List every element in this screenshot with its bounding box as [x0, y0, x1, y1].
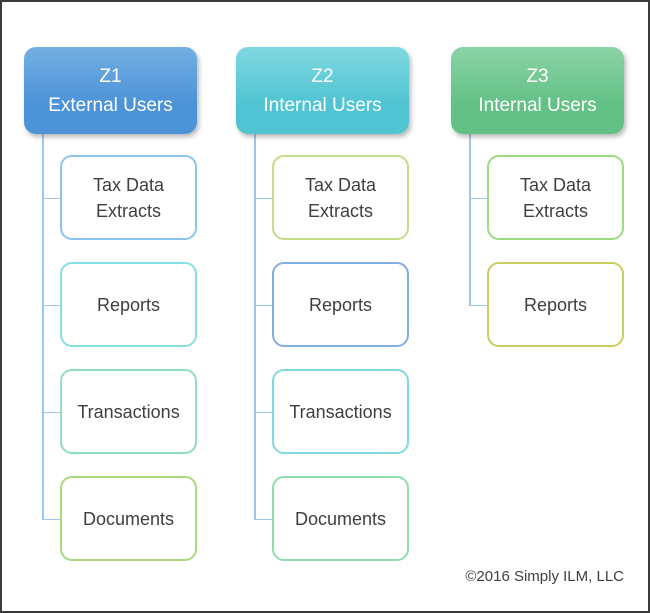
node-transactions: Transactions — [272, 369, 409, 454]
connector-stub — [42, 304, 60, 306]
connector-stub — [469, 304, 487, 306]
connector-spine — [254, 133, 256, 519]
zone-name-label: Internal Users — [478, 94, 597, 116]
connector-spine — [42, 133, 44, 519]
node-label: Tax Data Extracts — [92, 174, 165, 221]
node-documents: Documents — [60, 476, 197, 561]
zone-name-label: Internal Users — [263, 94, 382, 116]
node-label: Documents — [294, 508, 387, 529]
node-documents: Documents — [272, 476, 409, 561]
node-reports: Reports — [60, 262, 197, 347]
node-label: Tax Data Extracts — [304, 174, 377, 221]
node-label: Reports — [96, 294, 161, 315]
node-label: Reports — [308, 294, 373, 315]
node-label: Tax Data Extracts — [519, 174, 592, 221]
connector-stub — [42, 197, 60, 199]
connector-stub — [469, 197, 487, 199]
node-label: Reports — [523, 294, 588, 315]
node-reports: Reports — [272, 262, 409, 347]
node-label: Transactions — [289, 401, 392, 422]
zone-id-label: Z2 — [311, 65, 334, 87]
zone-id-label: Z1 — [99, 65, 122, 87]
connector-stub — [254, 411, 272, 413]
connector-stub — [42, 518, 60, 520]
connector-stub — [42, 411, 60, 413]
node-transactions: Transactions — [60, 369, 197, 454]
node-tax-data-extracts: Tax Data Extracts — [60, 155, 197, 240]
zone-id-label: Z3 — [526, 65, 549, 87]
connector-stub — [254, 518, 272, 520]
connector-spine — [469, 133, 471, 305]
connector-stub — [254, 197, 272, 199]
node-tax-data-extracts: Tax Data Extracts — [487, 155, 624, 240]
connector-stub — [254, 304, 272, 306]
copyright-text: ©2016 Simply ILM, LLC — [465, 568, 624, 585]
zone-name-label: External Users — [48, 94, 173, 116]
node-label: Documents — [82, 508, 175, 529]
node-tax-data-extracts: Tax Data Extracts — [272, 155, 409, 240]
node-reports: Reports — [487, 262, 624, 347]
node-label: Transactions — [77, 401, 180, 422]
